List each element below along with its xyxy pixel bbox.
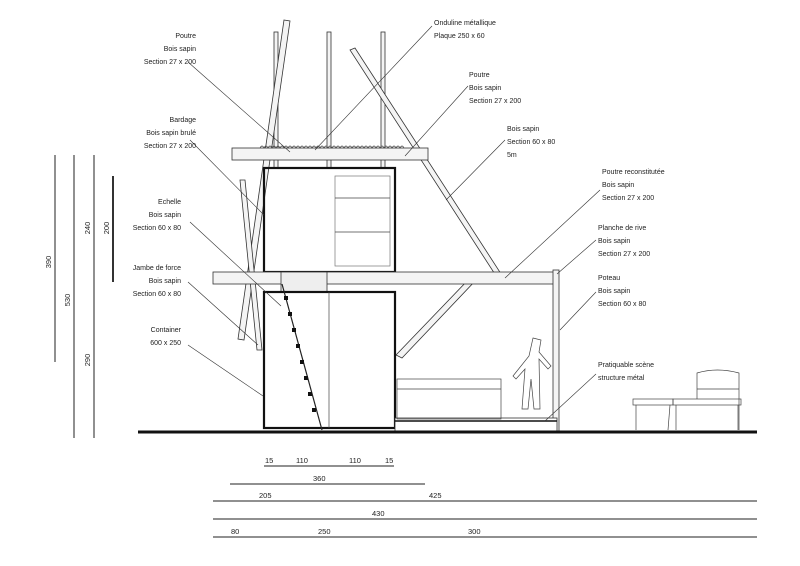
dim-row1-1: 110 bbox=[296, 456, 308, 465]
dim-row1-3: 15 bbox=[385, 456, 393, 465]
dim-row5-2: 300 bbox=[468, 527, 481, 536]
roof-beam bbox=[231, 147, 429, 161]
ladder bbox=[281, 283, 323, 431]
container bbox=[262, 290, 397, 430]
dim-row4-0: 430 bbox=[372, 509, 385, 518]
human-figure bbox=[512, 337, 552, 410]
leader-lines bbox=[187, 25, 601, 422]
dim-row1-0: 15 bbox=[265, 456, 273, 465]
dim-290: 290 bbox=[83, 354, 92, 367]
dim-row2-0: 360 bbox=[313, 474, 326, 483]
dim-240: 240 bbox=[83, 222, 92, 235]
hatch-opening bbox=[280, 271, 328, 293]
post bbox=[552, 269, 560, 433]
dim-row3-0: 205 bbox=[259, 491, 272, 500]
dim-200: 200 bbox=[102, 222, 111, 235]
chairs bbox=[632, 369, 742, 431]
dim-row5-0: 80 bbox=[231, 527, 239, 536]
dim-row1-2: 110 bbox=[349, 456, 361, 465]
stage-platform bbox=[394, 417, 558, 433]
dim-row5-1: 250 bbox=[318, 527, 331, 536]
dim-row3-1: 425 bbox=[429, 491, 442, 500]
structure bbox=[138, 19, 757, 434]
vertical-dimensions: 390 530 240 290 200 bbox=[44, 155, 114, 438]
dim-390: 390 bbox=[44, 256, 53, 269]
horizontal-dimensions: 15 110 110 15 360 205 425 430 80 250 300 bbox=[213, 456, 757, 538]
ladder-rungs bbox=[284, 296, 316, 412]
dim-530: 530 bbox=[63, 294, 72, 307]
sofa bbox=[396, 378, 502, 420]
bunk-bed bbox=[334, 175, 391, 267]
onduline-sheet bbox=[259, 145, 405, 149]
